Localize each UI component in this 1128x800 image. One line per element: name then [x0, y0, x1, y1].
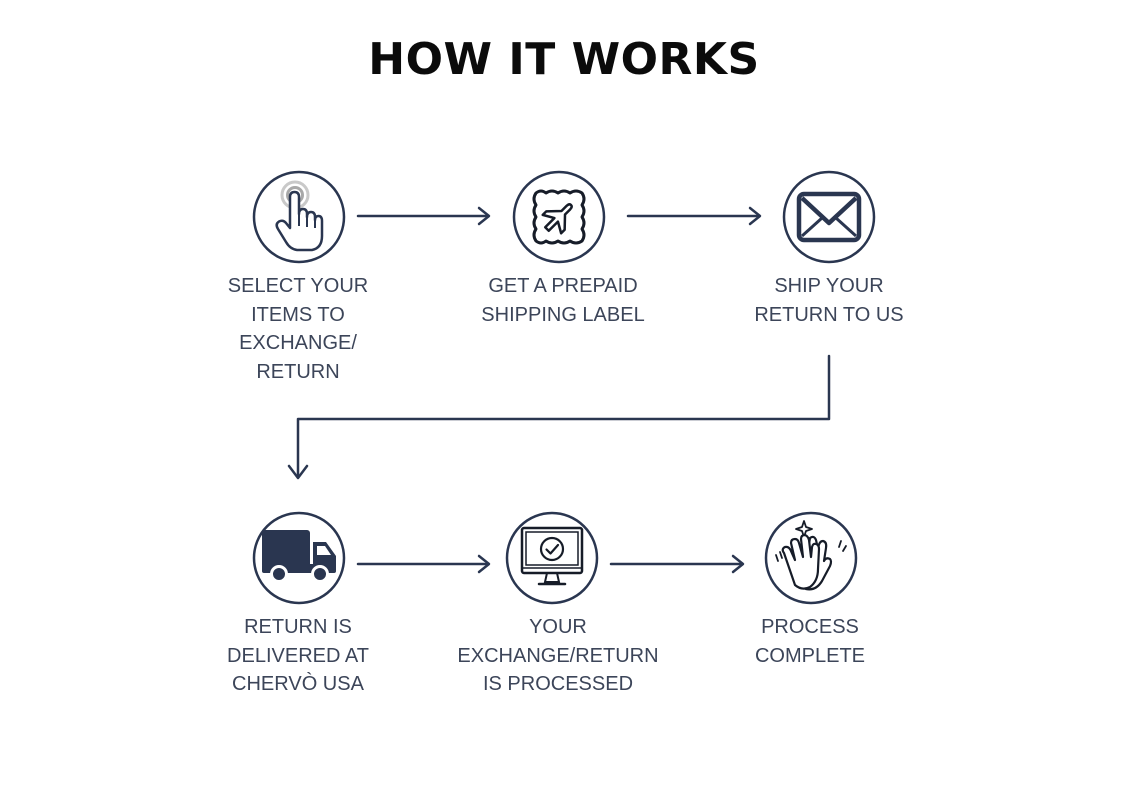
step-label-complete: PROCESS COMPLETE: [754, 616, 866, 667]
tap-hand-icon: [252, 170, 346, 264]
step-label-delivered: RETURN IS DELIVERED AT CHERVÒ USA: [227, 616, 369, 695]
envelope-icon: [782, 170, 876, 264]
high-five-icon: [764, 511, 858, 605]
step-label-prepaid-label: GET A PREPAID SHIPPING LABEL: [481, 275, 645, 326]
monitor-check-icon: [505, 511, 599, 605]
step-label-select-items: SELECT YOUR ITEMS TO EXCHANGE/ RETURN: [227, 275, 369, 383]
arrow-step3-to-step4: [287, 354, 831, 480]
arrow-step1-to-step2: [356, 206, 491, 226]
step-label-processed: YOUR EXCHANGE/RETURN IS PROCESSED: [457, 616, 659, 695]
arrow-step5-to-step6: [609, 554, 745, 574]
step-label-ship-return: SHIP YOUR RETURN TO US: [754, 275, 904, 326]
airmail-stamp-icon: [512, 170, 606, 264]
arrow-step4-to-step5: [356, 554, 491, 574]
arrow-step2-to-step3: [626, 206, 762, 226]
delivery-truck-icon: [252, 511, 346, 605]
page-title: HOW IT WORKS: [368, 34, 760, 85]
